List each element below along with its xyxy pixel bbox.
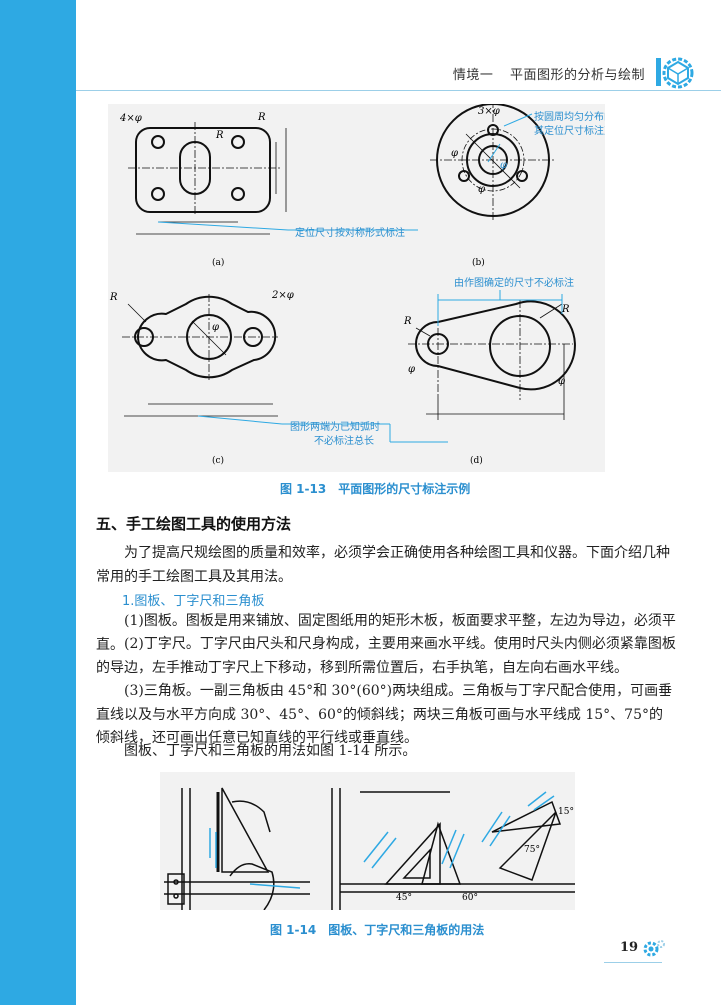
p3-text: (3)三角板。一副三角板由 45°和 30°(60°)两块组成。三角板与丁字尺配…	[96, 683, 673, 746]
label-a-r1: R	[215, 130, 224, 141]
sub-label-b: (b)	[472, 257, 485, 268]
note-a: 定位尺寸按对称形式标注	[295, 226, 405, 239]
sub-label-c: (c)	[212, 455, 224, 466]
paragraph-t-square: (2)丁字尺。丁字尺由尺头和尺身构成，主要用来画水平线。使用时尺头内侧必须紧靠图…	[96, 633, 676, 680]
note-b-line2: 其定位尺寸标注直径	[534, 124, 605, 137]
note-cd-line2: 不必标注总长	[314, 434, 374, 447]
label-a-r2: R	[257, 112, 266, 123]
section-title: 五、手工绘图工具的使用方法	[96, 515, 292, 533]
header-rule	[76, 90, 721, 91]
header-accent-bar	[656, 58, 661, 86]
label-a-4phi: 4×φ	[119, 113, 142, 124]
intro-paragraph: 为了提高尺规绘图的质量和效率，必须学会正确使用各种绘图工具和仪器。下面介绍几种常…	[96, 542, 676, 589]
drawing-a	[135, 127, 271, 213]
cube-gear-logo-icon	[662, 57, 694, 89]
figure-1-13-drawing: 4×φ R R 定位尺寸按对称形式标注 (a) 3×φ φ φ φ 按圆周均匀分…	[109, 100, 624, 466]
label-d-r2: R	[561, 304, 570, 315]
intro-text: 为了提高尺规绘图的质量和效率，必须学会正确使用各种绘图工具和仪器。下面介绍几种常…	[96, 545, 670, 585]
page-header: 情境一 平面图形的分析与绘制	[76, 0, 721, 92]
angle-45-label: 45°	[396, 893, 412, 903]
header-chapter: 情境一	[452, 68, 494, 83]
label-b-phi3: φ	[478, 184, 485, 195]
angle-60-label: 60°	[462, 893, 478, 903]
figure-1-13-caption: 图 1-13 平面图形的尺寸标注示例	[280, 482, 471, 496]
page-number: 19	[620, 940, 639, 955]
header-title: 平面图形的分析与绘制	[509, 68, 645, 83]
note-cd-line1: 图形两端为已知弧时	[290, 420, 380, 433]
note-b-line1: 按圆周均匀分布的圆	[534, 110, 605, 123]
drawing-d	[415, 300, 576, 391]
angle-75-label: 75°	[524, 845, 540, 855]
figure-1-13-panel: 4×φ R R 定位尺寸按对称形式标注 (a) 3×φ φ φ φ 按圆周均匀分…	[108, 100, 624, 472]
figure-1-14-caption: 图 1-14 图板、丁字尺和三角板的用法	[270, 923, 485, 937]
label-c-r: R	[109, 292, 118, 303]
paragraph-figure-ref: 图板、丁字尺和三角板的用法如图 1-14 所示。	[96, 740, 676, 764]
p4-text: 图板、丁字尺和三角板的用法如图 1-14 所示。	[124, 743, 417, 759]
paragraph-triangles: (3)三角板。一副三角板由 45°和 30°(60°)两块组成。三角板与丁字尺配…	[96, 680, 676, 751]
page-number-rule	[604, 962, 662, 963]
label-d-phi2: φ	[558, 376, 565, 387]
label-d-phi1: φ	[408, 364, 415, 375]
note-d-top: 由作图确定的尺寸不必标注	[454, 276, 574, 289]
paragraph-drawing-board: (1)图板。图板是用来铺放、固定图纸用的矩形木板，板面要求平整，左边为导边，必须…	[96, 610, 676, 657]
p2-text: (2)丁字尺。丁字尺由尺头和尺身构成，主要用来画水平线。使用时尺头内侧必须紧靠图…	[96, 636, 676, 676]
label-c-2phi: 2×φ	[271, 290, 294, 301]
subsection-title: 1.图板、丁字尺和三角板	[122, 594, 265, 609]
side-color-band	[0, 0, 76, 1005]
label-b-phi1: φ	[451, 148, 458, 159]
sub-label-a: (a)	[212, 257, 224, 268]
running-header: 情境一 平面图形的分析与绘制	[441, 64, 645, 83]
figure-1-14-panel: 45° 60° 75° 15°	[160, 772, 575, 911]
label-d-r1: R	[403, 316, 412, 327]
angle-15-label: 15°	[558, 807, 574, 817]
label-b-3phi: 3×φ	[478, 106, 500, 117]
label-c-phi: φ	[212, 322, 219, 333]
sub-label-d: (d)	[470, 455, 483, 466]
figure-1-14-drawing: 45° 60° 75° 15°	[164, 787, 575, 911]
page-gear-icon	[643, 940, 665, 957]
label-b-phi2: φ	[500, 160, 507, 171]
p1-text: (1)图板。图板是用来铺放、固定图纸用的矩形木板，板面要求平整，左边为导边，必须…	[96, 613, 676, 653]
